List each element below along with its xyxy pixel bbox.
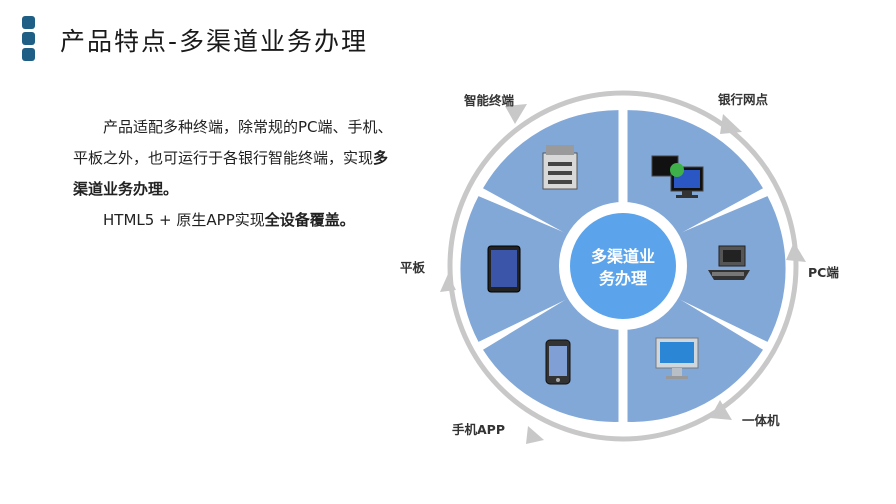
printer-icon bbox=[542, 145, 578, 190]
pc-terminal-icon bbox=[708, 245, 750, 280]
bullet-icon bbox=[22, 16, 36, 64]
center-circle bbox=[570, 213, 676, 319]
intro-paragraph-1: 产品适配多种终端，除常规的PC端、手机、平板之外，也可运行于各银行智能终端，实现… bbox=[73, 118, 393, 198]
segment-pc bbox=[668, 196, 786, 342]
all-in-one-icon bbox=[655, 337, 699, 379]
ring-arrow-icon bbox=[440, 274, 456, 292]
ring-arrow-icon bbox=[720, 114, 742, 134]
intro-paragraph-2: HTML5 + 原生APP实现全设备覆盖。 bbox=[103, 211, 355, 229]
center-label: 多渠道业 务办理 bbox=[590, 247, 655, 288]
label-all-in-one: 一体机 bbox=[742, 413, 780, 428]
ring-arrow-icon bbox=[786, 242, 806, 262]
tablet-icon bbox=[487, 245, 521, 293]
label-pc: PC端 bbox=[808, 265, 839, 280]
ring-arrow-icon bbox=[526, 426, 544, 444]
label-tablet: 平板 bbox=[400, 260, 426, 275]
page-title: 产品特点-多渠道业务办理 bbox=[60, 27, 369, 56]
intro-text: 产品适配多种终端，除常规的PC端、手机、平板之外，也可运行于各银行智能终端，实现… bbox=[73, 112, 403, 236]
label-mobile-app: 手机APP bbox=[452, 422, 505, 437]
outer-ring bbox=[447, 90, 799, 442]
desktop-computer-icon bbox=[651, 155, 704, 198]
label-bank-branch: 银行网点 bbox=[718, 92, 769, 107]
ring-arrow-icon bbox=[710, 400, 732, 420]
mobile-phone-icon bbox=[545, 339, 571, 385]
label-smart-terminal: 智能终端 bbox=[464, 93, 515, 108]
channel-diagram: 多渠道业 务办理 智能终端 银行网点 PC端 一体机 手机APP 平板 bbox=[380, 70, 880, 504]
channel-wheel bbox=[440, 90, 806, 444]
ring-arrow-icon bbox=[505, 104, 527, 124]
